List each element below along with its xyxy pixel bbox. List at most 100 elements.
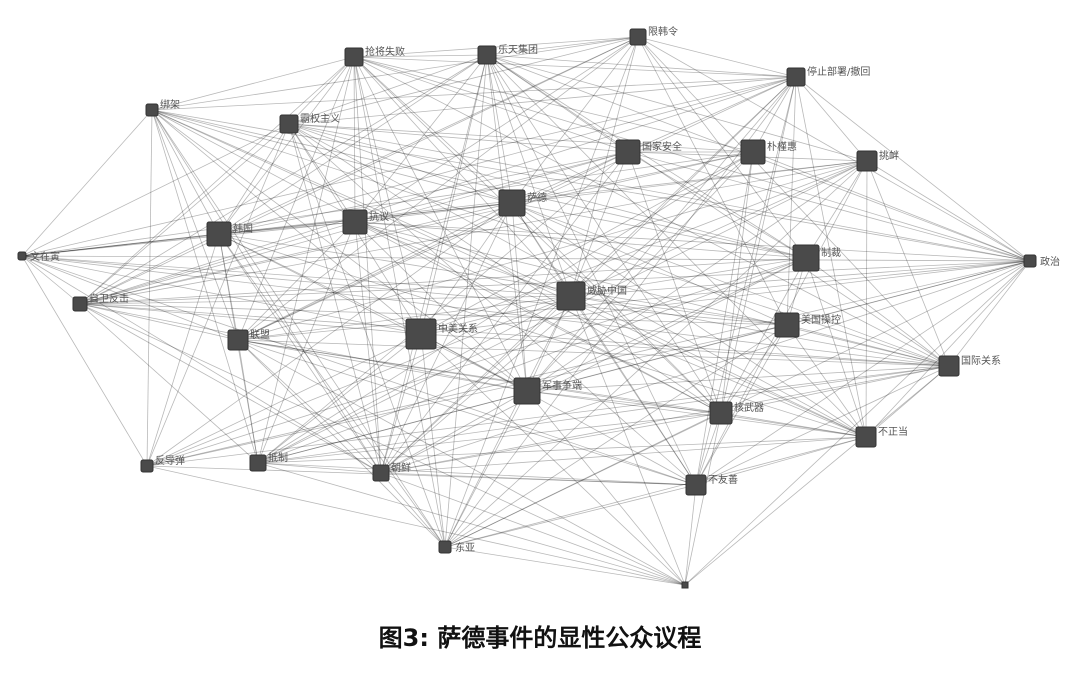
node-label: 反导弹 (155, 454, 185, 467)
node-label: 制裁 (821, 246, 841, 259)
edge (511, 202, 722, 414)
node-label: 抢将失败 (365, 45, 405, 58)
node-box (17, 251, 27, 261)
node-box (140, 459, 154, 473)
edge (79, 303, 259, 464)
edge (444, 160, 868, 548)
edge (444, 546, 686, 586)
edge (146, 202, 513, 467)
edge (380, 202, 513, 474)
edge (354, 221, 572, 297)
edge (353, 56, 446, 548)
edge (380, 472, 697, 486)
edge (486, 54, 572, 297)
node-box (72, 296, 88, 312)
node-label: 朴槿惠 (767, 140, 797, 153)
edge (151, 109, 220, 235)
edge (627, 151, 807, 259)
edge (218, 76, 797, 235)
edge (353, 56, 422, 335)
edge (511, 202, 807, 259)
edge (444, 76, 797, 548)
edge (353, 56, 754, 153)
edge (354, 221, 950, 367)
node-box (405, 318, 437, 350)
node-box (855, 426, 877, 448)
edge (627, 76, 797, 153)
node-box (938, 355, 960, 377)
edge (21, 160, 868, 257)
edge (444, 484, 697, 548)
edge (257, 295, 572, 464)
edge (486, 54, 950, 367)
edge (420, 333, 446, 548)
edge (865, 365, 950, 438)
node-box (498, 189, 526, 217)
edge (354, 160, 868, 223)
edge (151, 109, 239, 341)
node-lianmeng: 联盟 (227, 329, 270, 351)
edge (511, 202, 788, 326)
edge (420, 295, 572, 335)
edge (526, 160, 868, 392)
edge (354, 221, 807, 259)
edge (570, 36, 639, 297)
edge (353, 56, 528, 392)
edge (79, 295, 572, 305)
edge (486, 36, 639, 56)
node-piaohui: 朴槿惠 (740, 139, 797, 165)
edge (151, 109, 950, 367)
edge (288, 123, 382, 474)
edge (637, 36, 788, 326)
node-fandui: 反导弹 (140, 454, 185, 473)
node-bachuan: 霸权主义 (279, 112, 340, 134)
edge (511, 202, 867, 438)
node-wenzai: 文在寅 (17, 250, 60, 263)
edge (354, 221, 722, 414)
edge (353, 56, 722, 414)
edge (218, 233, 788, 326)
edge (526, 390, 722, 414)
edge (354, 36, 639, 223)
edge (79, 36, 639, 305)
node-hewuqi: 核武器 (709, 401, 764, 425)
edge (218, 233, 528, 392)
edge (720, 365, 950, 414)
edge (151, 56, 355, 111)
edge (380, 333, 422, 474)
edge (353, 54, 488, 58)
edge (354, 54, 488, 223)
network-graph: 抢将失败乐天集团限韩令停止部署/撤回绑架霸权主义国家安全朴槿惠挑衅萨德抗议韩国制… (17, 25, 1060, 589)
edge (805, 160, 868, 259)
node-layer: 抢将失败乐天集团限韩令停止部署/撤回绑架霸权主义国家安全朴槿惠挑衅萨德抗议韩国制… (17, 25, 1060, 589)
edge (420, 333, 528, 392)
edge (288, 36, 639, 125)
edge (288, 76, 797, 125)
edge (21, 255, 382, 474)
edge (79, 151, 754, 305)
edge (380, 472, 686, 586)
edge (21, 109, 153, 257)
edge (257, 221, 356, 464)
edge (684, 412, 722, 586)
edge (444, 36, 639, 548)
edge (637, 36, 950, 367)
edge (380, 295, 572, 474)
edge (570, 295, 697, 486)
edge (237, 339, 259, 464)
node-label: 国家安全 (642, 140, 682, 153)
edge (637, 36, 797, 78)
edge (637, 36, 807, 259)
edge (486, 54, 797, 78)
node-label: 中美关系 (438, 322, 478, 335)
node-weixie: 威胁中国 (556, 281, 627, 311)
node-label: 霸权主义 (300, 112, 340, 125)
edge (695, 436, 867, 486)
node-box (792, 244, 820, 272)
node-box (344, 47, 364, 67)
node-label: 抗议 (369, 210, 389, 223)
edge (695, 365, 950, 486)
node-chaoxian: 朝鲜 (372, 461, 411, 482)
node-label: 威胁中国 (587, 284, 627, 297)
edge (511, 36, 639, 204)
